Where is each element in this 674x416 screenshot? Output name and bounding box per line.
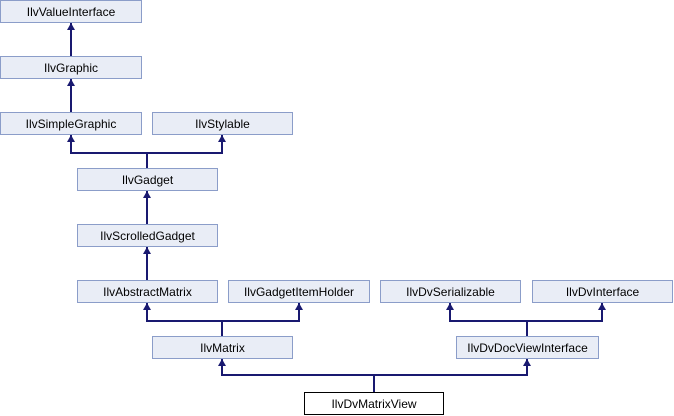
edge-line: [298, 303, 300, 322]
class-node-ilvabstractmatrix[interactable]: IlvAbstractMatrix: [77, 280, 218, 303]
inheritance-arrow-icon: [143, 303, 151, 310]
class-node-ilvstylable[interactable]: IlvStylable: [152, 112, 293, 135]
edge-line: [221, 320, 223, 336]
class-node-ilvmatrix[interactable]: IlvMatrix: [152, 336, 293, 359]
class-node-ilvscrolledgadget[interactable]: IlvScrolledGadget: [77, 224, 218, 247]
inheritance-arrow-icon: [295, 303, 303, 310]
edge-line: [70, 135, 72, 154]
class-node-ilvgadgetitemholder[interactable]: IlvGadgetItemHolder: [228, 280, 370, 303]
inheritance-arrow-icon: [523, 359, 531, 366]
class-node-ilvgadget[interactable]: IlvGadget: [77, 168, 218, 191]
inheritance-arrow-icon: [218, 359, 226, 366]
edge-line: [373, 374, 375, 392]
inheritance-arrow-icon: [598, 303, 606, 310]
inheritance-arrow-icon: [67, 23, 75, 30]
inheritance-arrow-icon: [143, 191, 151, 198]
class-node-ilvsimplegraphic[interactable]: IlvSimpleGraphic: [0, 112, 142, 135]
edge-line: [449, 303, 451, 322]
edge-line: [70, 79, 72, 112]
class-node-ilvvalueinterface[interactable]: IlvValueInterface: [0, 0, 142, 23]
edge-line: [221, 359, 223, 376]
class-node-ilvdvmatrixview: IlvDvMatrixView: [304, 392, 444, 415]
edge-line: [526, 359, 528, 376]
edge-line: [221, 135, 223, 154]
class-node-ilvdvinterface[interactable]: IlvDvInterface: [532, 280, 673, 303]
class-node-ilvgraphic[interactable]: IlvGraphic: [0, 56, 142, 79]
inheritance-arrow-icon: [446, 303, 454, 310]
inheritance-arrow-icon: [143, 247, 151, 254]
inheritance-arrow-icon: [218, 135, 226, 142]
edge-line: [526, 320, 528, 336]
edge-line: [146, 303, 148, 322]
edge-line: [146, 191, 148, 224]
edge-line: [146, 152, 148, 168]
class-node-ilvdvserializable[interactable]: IlvDvSerializable: [380, 280, 521, 303]
edge-line: [601, 303, 603, 322]
edge-line: [146, 320, 300, 322]
inheritance-arrow-icon: [67, 135, 75, 142]
inheritance-arrow-icon: [67, 79, 75, 86]
edge-line: [146, 247, 148, 280]
edge-line: [70, 23, 72, 56]
class-node-ilvdvdocviewinterface[interactable]: IlvDvDocViewInterface: [456, 336, 599, 359]
